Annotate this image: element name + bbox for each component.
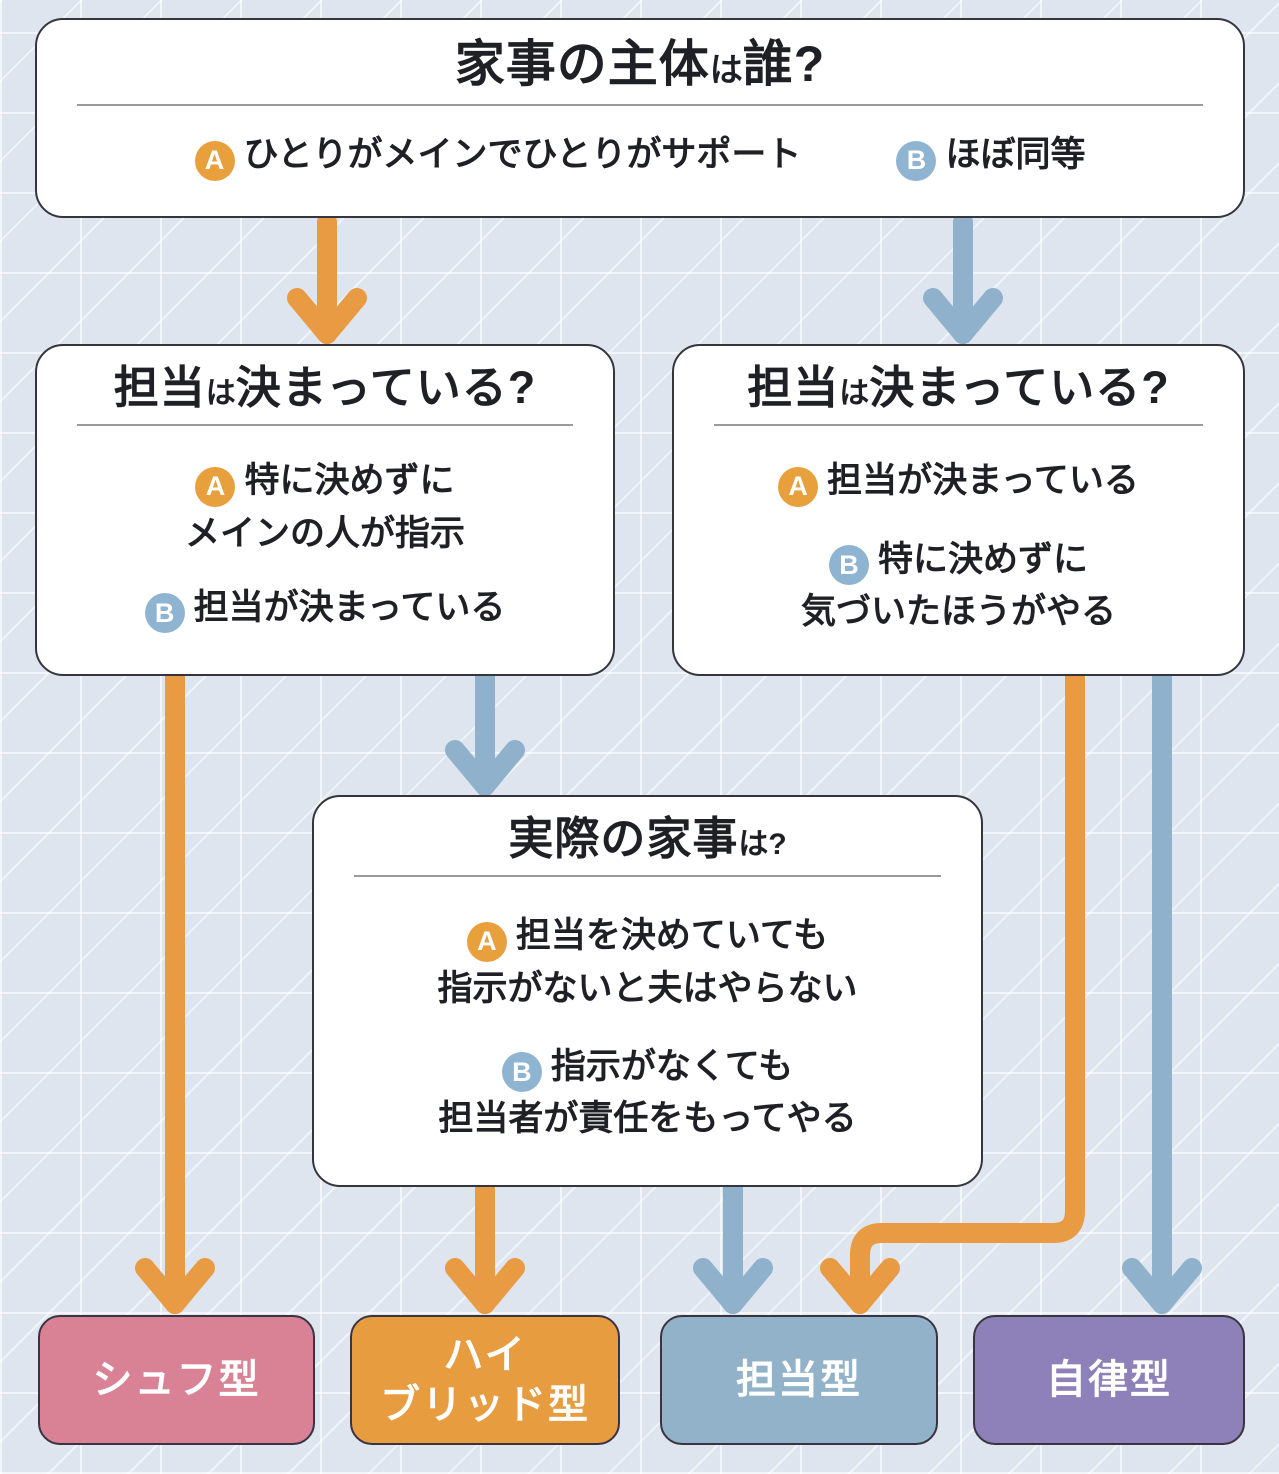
badge-a-icon: A	[466, 921, 507, 962]
badge-a-icon: A	[195, 466, 236, 507]
answer-text: 担当を決めていても	[515, 916, 829, 956]
answer-text: 指示がないと夫はやらない	[437, 968, 858, 1008]
divider	[714, 423, 1203, 426]
badge-b-icon: B	[144, 593, 185, 634]
title-text: 実際の家事	[508, 813, 739, 864]
badge-b-icon: B	[501, 1052, 542, 1093]
result-box-jiritsu: 自律型	[973, 1315, 1245, 1445]
badge-b-icon: B	[896, 141, 937, 182]
title-particle: は?	[738, 828, 787, 861]
title-particle: は	[709, 51, 743, 88]
answer-text: ひとりがメインでひとりがサポート	[243, 135, 802, 175]
divider	[77, 103, 1203, 106]
title-particle: は	[839, 377, 870, 410]
arrow-left-a-to-shufu	[135, 666, 215, 1314]
answer-text: 担当が決まっている	[827, 461, 1139, 501]
answer-text: 指示がなくても	[550, 1046, 794, 1086]
answer-text: 担当者が責任をもってやる	[438, 1099, 857, 1139]
arrow-main-a-to-left	[287, 212, 367, 344]
divider	[77, 423, 573, 426]
answer-text: ほぼ同等	[945, 135, 1086, 175]
title-text: 家事の主体	[454, 36, 710, 92]
question-title: 実際の家事は?	[314, 797, 981, 875]
badge-b-icon: B	[828, 545, 869, 586]
answer-text: 特に決めずに	[244, 461, 455, 501]
title-text: 決まっている?	[235, 362, 537, 413]
arrow-actual-b-to-tanto	[693, 1177, 773, 1314]
question-title: 担当は決まっている?	[37, 346, 613, 424]
title-particle: は	[205, 377, 236, 410]
badge-a-icon: A	[194, 141, 235, 182]
arrow-actual-a-to-hybrid	[445, 1177, 525, 1314]
title-text: 誰?	[742, 36, 826, 92]
result-box-tanto: 担当型	[660, 1315, 938, 1445]
title-text: 決まっている?	[869, 362, 1170, 413]
arrow-right-a-to-tanto	[820, 666, 1085, 1314]
answer-text: 担当が決まっている	[193, 587, 506, 627]
answer-text: 気づいたほうがやる	[800, 592, 1116, 632]
arrow-left-b-to-actual	[445, 666, 525, 796]
answer-text: メインの人が指示	[184, 513, 465, 553]
arrow-main-b-to-right	[923, 212, 1003, 344]
title-text: 担当	[113, 362, 206, 413]
answer-text: 特に決めずに	[877, 539, 1088, 579]
question-title: 家事の主体は誰?	[37, 20, 1243, 104]
divider	[354, 874, 941, 877]
badge-a-icon: A	[778, 466, 819, 507]
result-box-hybrid: ハイ ブリッド型	[350, 1315, 620, 1445]
question-title: 担当は決まっている?	[674, 346, 1243, 424]
result-box-shufu: シュフ型	[38, 1315, 315, 1445]
title-text: 担当	[747, 362, 840, 413]
arrow-right-b-to-jiritsu	[1122, 666, 1202, 1314]
